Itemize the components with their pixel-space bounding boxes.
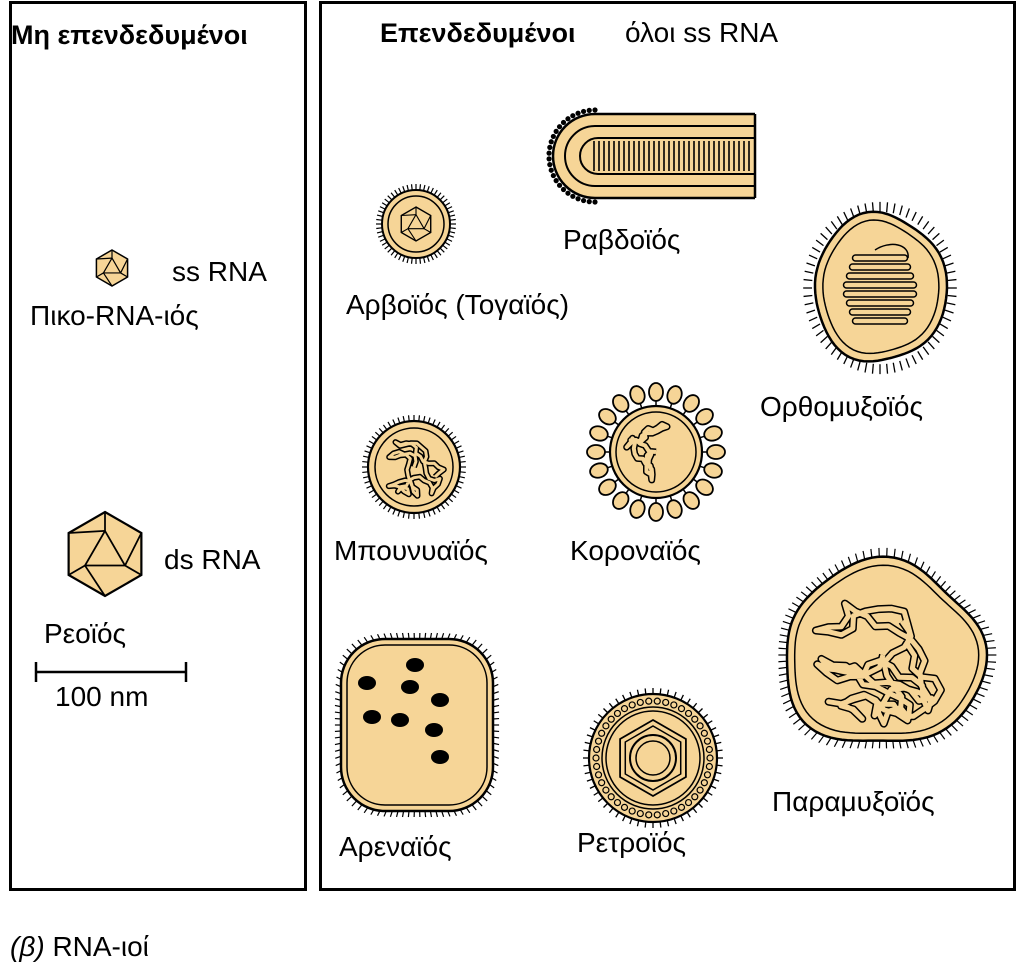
scale-bar — [34, 662, 188, 682]
non-enveloped-panel — [9, 1, 307, 891]
non-enveloped-title: Μη επενδεδυμένοι — [11, 20, 248, 50]
reovirus-icon — [67, 510, 143, 598]
rhabdovirus-icon — [546, 107, 757, 205]
paramyxovirus-icon — [778, 547, 997, 749]
reovirus-genome-label: ds RNA — [164, 544, 261, 575]
orthomyxovirus-label: Ορθομυξοϊός — [760, 391, 923, 422]
figure-caption-label: (β) — [10, 931, 45, 962]
arbovirus-label: Αρβοϊός (Τογαϊός) — [346, 289, 570, 320]
coronavirus-icon — [586, 382, 726, 522]
paramyxovirus-label: Παραμυξοϊός — [772, 786, 935, 817]
coronavirus-label: Κοροναϊός — [570, 535, 701, 566]
figure-caption: (β) RNA-ιοί — [10, 933, 149, 961]
enveloped-subtitle: όλοι ss RNA — [625, 17, 779, 48]
picornavirus-label: Πικο-RNA-ιός — [30, 300, 199, 331]
figure-caption-text: RNA-ιοί — [52, 931, 149, 962]
bunyavirus-label: Μπουνυαϊός — [334, 535, 488, 566]
rhabdovirus-label: Ραβδοϊός — [563, 224, 681, 255]
picornavirus-genome-label: ss RNA — [172, 256, 267, 287]
arenavirus-label: Αρεναϊός — [339, 831, 452, 862]
orthomyxovirus-icon — [803, 201, 957, 375]
retrovirus-label: Ρετροϊός — [577, 827, 687, 858]
bunyavirus-icon — [362, 415, 466, 519]
arenavirus-icon — [334, 632, 500, 818]
picornavirus-icon — [95, 249, 129, 287]
arbovirus-icon — [376, 184, 456, 264]
enveloped-title: Επενδεδυμένοι — [380, 18, 576, 48]
scale-bar-label: 100 nm — [55, 681, 149, 712]
retrovirus-icon — [583, 688, 723, 828]
reovirus-label: Ρεοϊός — [44, 618, 127, 649]
